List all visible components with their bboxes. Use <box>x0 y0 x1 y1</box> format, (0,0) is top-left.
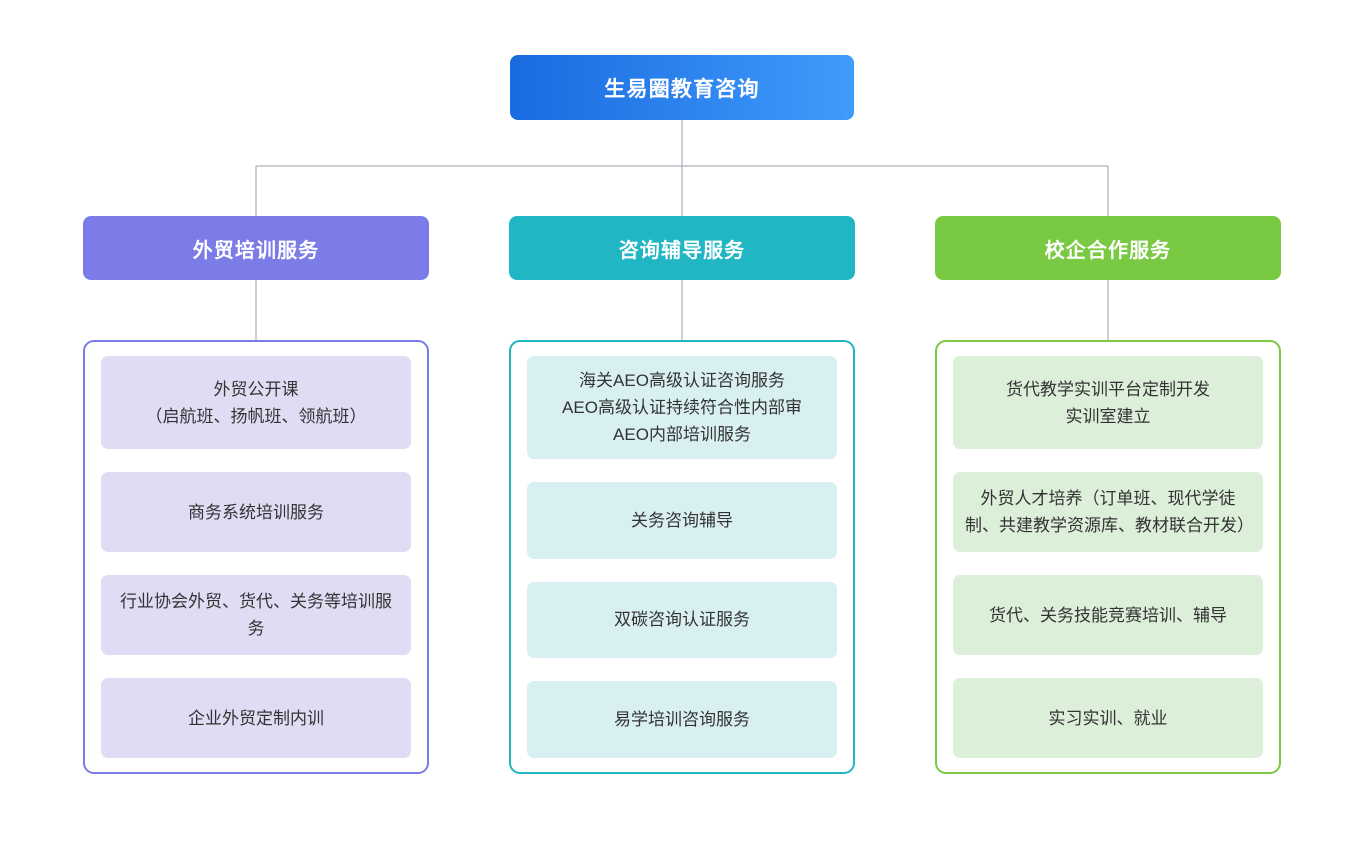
root-node-label: 生易圈教育咨询 <box>604 77 760 101</box>
service-panel-2: 货代教学实训平台定制开发 实训室建立 外贸人才培养（订单班、现代学徒制、共建教学… <box>935 340 1281 774</box>
service-card-label: 易学培训咨询服务 <box>614 710 750 730</box>
service-card[interactable]: 海关AEO高级认证咨询服务 AEO高级认证持续符合性内部审 AEO内部培训服务 <box>527 356 837 459</box>
service-card[interactable]: 企业外贸定制内训 <box>101 678 411 758</box>
service-card[interactable]: 易学培训咨询服务 <box>527 681 837 758</box>
service-card-label: 实习实训、就业 <box>1048 708 1168 728</box>
service-card-label: 货代教学实训平台定制开发 实训室建立 <box>1006 379 1210 426</box>
category-header-2[interactable]: 校企合作服务 <box>935 216 1281 280</box>
category-header-label-2: 校企合作服务 <box>1044 239 1172 262</box>
service-card-label: 企业外贸定制内训 <box>188 708 324 728</box>
service-card[interactable]: 货代、关务技能竞赛培训、辅导 <box>953 575 1263 655</box>
category-header-label-1: 咨询辅导服务 <box>618 239 746 262</box>
service-card[interactable]: 实习实训、就业 <box>953 678 1263 758</box>
service-card-label: 海关AEO高级认证咨询服务 AEO高级认证持续符合性内部审 AEO内部培训服务 <box>562 370 802 444</box>
service-card-label: 外贸公开课 （启航班、扬帆班、领航班） <box>145 379 367 426</box>
service-card[interactable]: 外贸公开课 （启航班、扬帆班、领航班） <box>101 356 411 449</box>
category-header-0[interactable]: 外贸培训服务 <box>83 216 429 280</box>
service-card-label: 双碳咨询认证服务 <box>614 610 750 630</box>
service-card[interactable]: 商务系统培训服务 <box>101 472 411 552</box>
service-panel-1: 海关AEO高级认证咨询服务 AEO高级认证持续符合性内部审 AEO内部培训服务 … <box>509 340 855 774</box>
service-panel-0: 外贸公开课 （启航班、扬帆班、领航班） 商务系统培训服务 行业协会外贸、货代、关… <box>83 340 429 774</box>
category-header-label-0: 外贸培训服务 <box>192 239 320 262</box>
service-card[interactable]: 关务咨询辅导 <box>527 481 837 559</box>
service-card-label: 商务系统培训服务 <box>188 502 324 522</box>
root-node[interactable]: 生易圈教育咨询 <box>510 55 854 120</box>
service-card[interactable]: 行业协会外贸、货代、关务等培训服务 <box>101 575 411 655</box>
service-card[interactable]: 双碳咨询认证服务 <box>527 581 837 659</box>
service-card-label: 货代、关务技能竞赛培训、辅导 <box>989 605 1227 625</box>
service-card-label: 外贸人才培养（订单班、现代学徒制、共建教学资源库、教材联合开发） <box>965 489 1254 535</box>
service-card-label: 关务咨询辅导 <box>631 510 733 530</box>
service-card[interactable]: 外贸人才培养（订单班、现代学徒制、共建教学资源库、教材联合开发） <box>953 472 1263 552</box>
category-header-1[interactable]: 咨询辅导服务 <box>509 216 855 280</box>
service-card[interactable]: 货代教学实训平台定制开发 实训室建立 <box>953 356 1263 449</box>
service-card-label: 行业协会外贸、货代、关务等培训服务 <box>120 592 392 638</box>
